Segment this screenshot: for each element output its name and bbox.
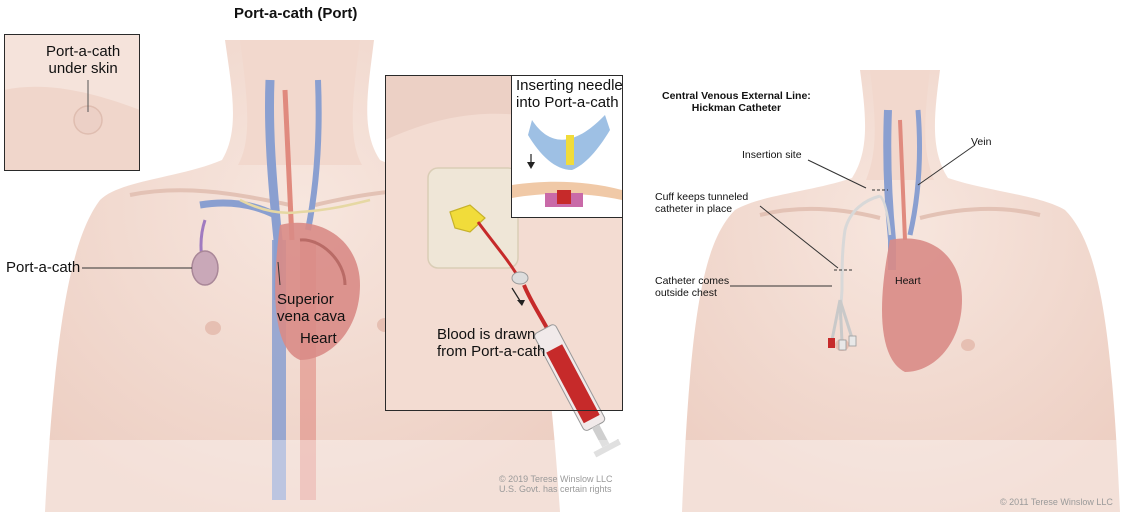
port-label: Port-a-cath: [6, 260, 80, 277]
catheter-outside-label: Catheter comes outside chest: [655, 276, 729, 300]
heart-label-left: Heart: [300, 331, 337, 348]
insertion-site-label: Insertion site: [742, 150, 802, 162]
left-panel-title: Port-a-cath (Port): [234, 6, 357, 23]
needle-inset-label: Inserting needle into Port-a-cath: [516, 78, 623, 112]
nipple-right-right-figure: [961, 339, 975, 351]
inset-skin-label: Port-a-cath under skin: [46, 44, 120, 78]
cuff-label: Cuff keeps tunneled catheter in place: [655, 192, 748, 216]
nipple-left: [205, 321, 221, 335]
blood-drawn-label: Blood is drawn from Port-a-cath: [437, 327, 545, 361]
right-panel-title: Central Venous External Line: Hickman Ca…: [662, 91, 811, 115]
right-copyright: © 2011 Terese Winslow LLC: [1000, 497, 1113, 507]
vena-cava-label: Superior vena cava: [277, 292, 345, 326]
vein-label: Vein: [971, 137, 991, 149]
port-device: [192, 251, 218, 285]
heart-label-right: Heart: [895, 276, 921, 288]
left-copyright: © 2019 Terese Winslow LLC U.S. Govt. has…: [499, 474, 613, 495]
